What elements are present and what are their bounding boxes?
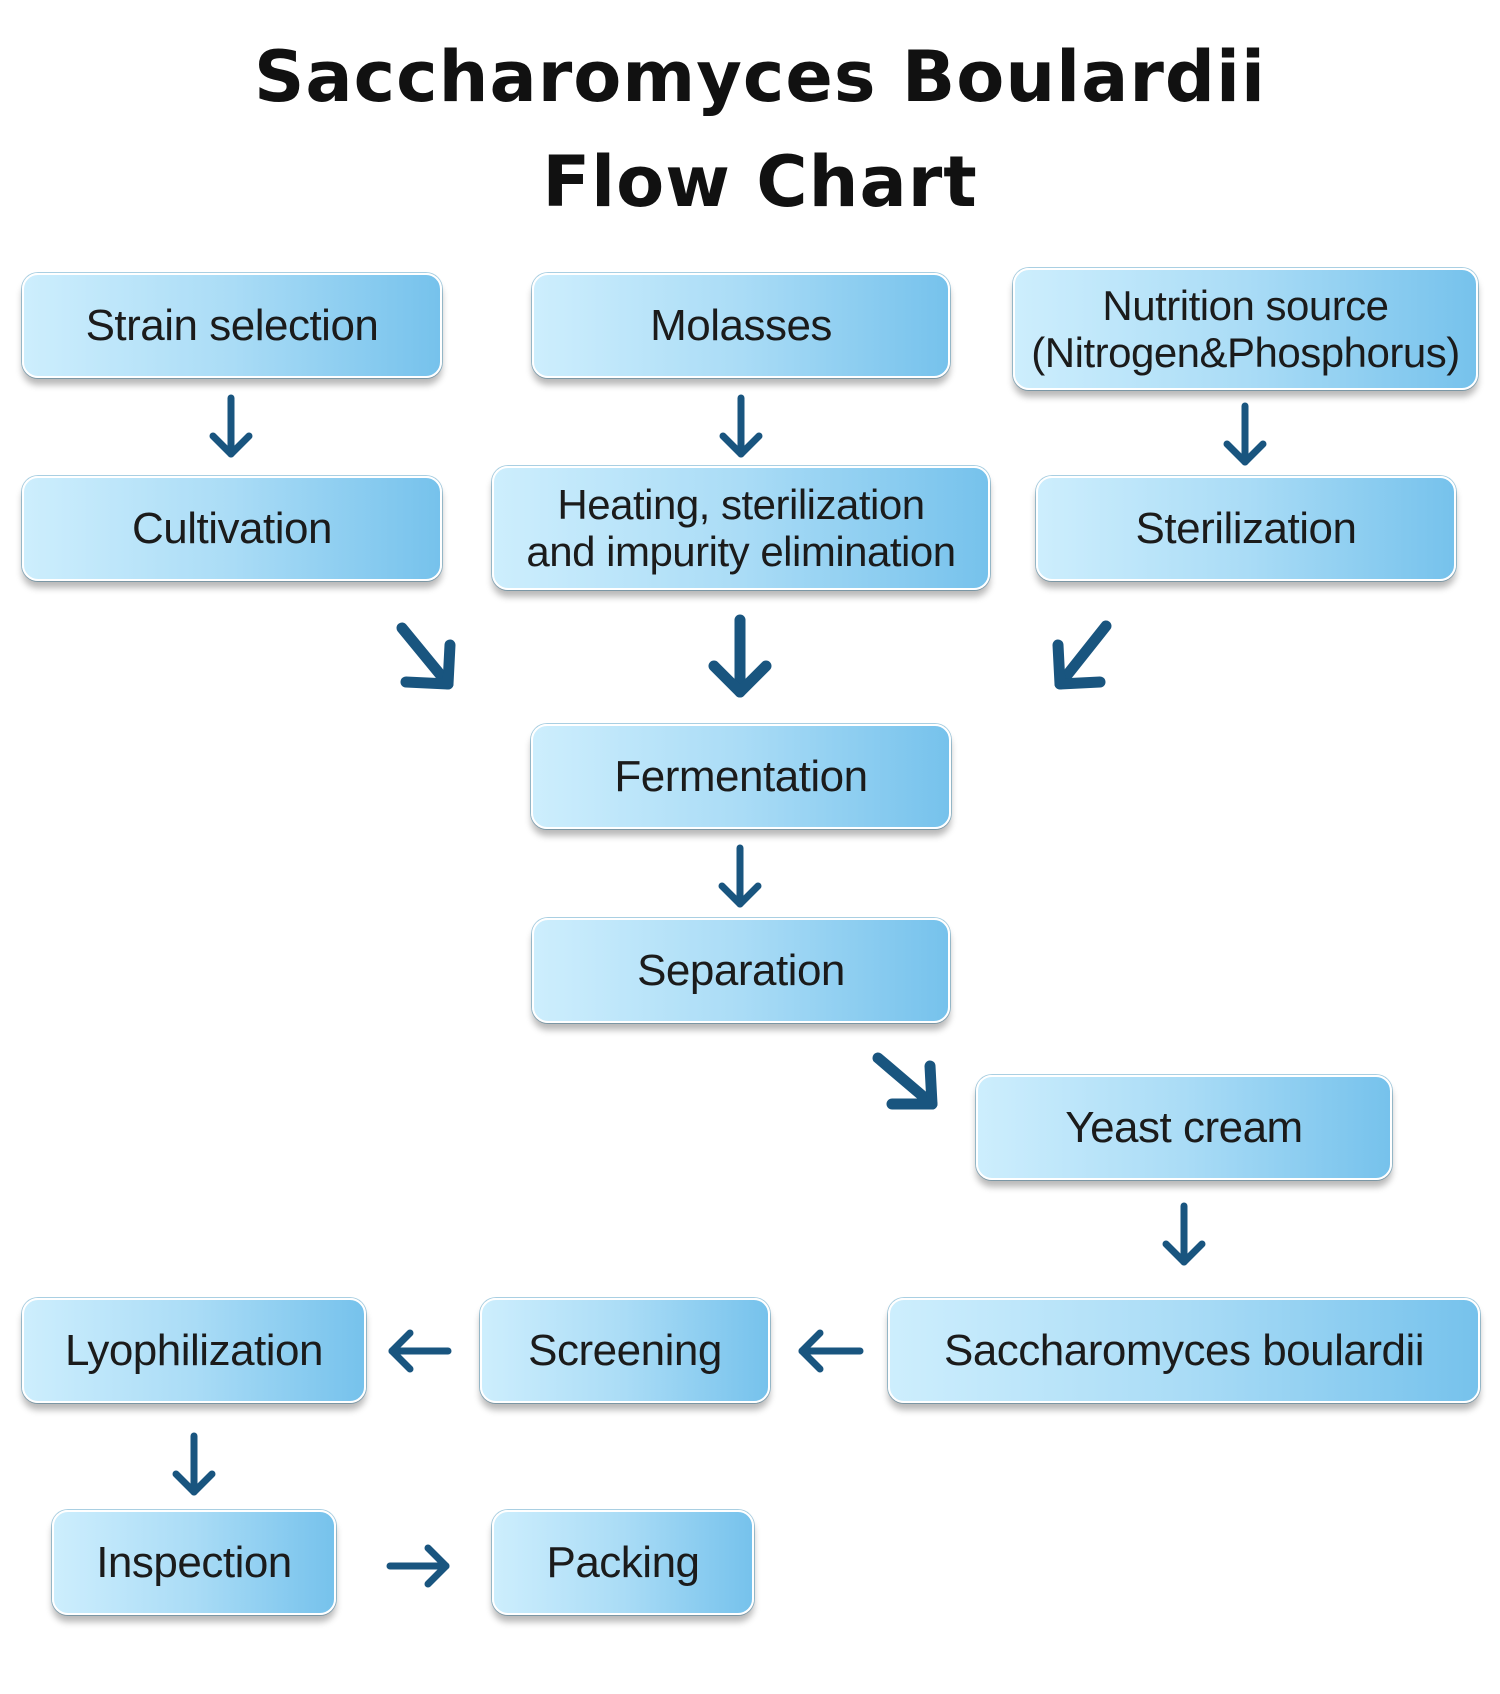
- arrow-molasses-to-heating: [719, 394, 763, 458]
- node-strain-selection: Strain selection: [22, 273, 442, 378]
- arrow-yeast-cream-to-boulardii: [1162, 1202, 1206, 1266]
- node-screening: Screening: [480, 1298, 770, 1403]
- arrow-fermentation-to-separation: [718, 844, 762, 908]
- arrow-screening-to-lyophilization: [388, 1329, 452, 1373]
- node-nutrition-source: Nutrition source (Nitrogen&Phosphorus): [1013, 268, 1478, 390]
- arrow-nutrition-to-sterilization: [1223, 402, 1267, 466]
- node-cultivation: Cultivation: [22, 476, 442, 581]
- node-cultivation-label: Cultivation: [132, 503, 332, 553]
- node-heating-sterilization: Heating, sterilization and impurity elim…: [492, 466, 990, 590]
- node-separation: Separation: [532, 918, 950, 1023]
- node-separation-label: Separation: [637, 945, 845, 995]
- node-nutrition-source-label-1: Nutrition source: [1102, 281, 1389, 329]
- node-lyophilization: Lyophilization: [22, 1298, 366, 1403]
- node-nutrition-source-label-2: (Nitrogen&Phosphorus): [1031, 329, 1460, 376]
- node-strain-selection-label: Strain selection: [85, 300, 379, 350]
- node-heating-label-2: and impurity elimination: [526, 528, 956, 575]
- node-packing: Packing: [492, 1510, 754, 1615]
- chart-title-line-1: Saccharomyces Boulardii: [253, 36, 1267, 118]
- node-molasses: Molasses: [532, 273, 950, 378]
- node-saccharomyces-boulardii: Saccharomyces boulardii: [888, 1298, 1480, 1403]
- node-fermentation-label: Fermentation: [614, 751, 868, 801]
- node-saccharomyces-boulardii-label: Saccharomyces boulardii: [943, 1325, 1425, 1375]
- node-molasses-label: Molasses: [650, 300, 832, 350]
- arrow-heating-to-fermentation: [708, 614, 772, 698]
- chart-title-line-2: Flow Chart: [542, 141, 978, 223]
- arrow-strain-to-cultivation: [209, 394, 253, 458]
- arrow-separation-to-yeast-cream: [872, 1052, 938, 1110]
- arrow-sterilization-to-fermentation: [1052, 620, 1112, 690]
- node-inspection-label: Inspection: [96, 1537, 292, 1587]
- node-packing-label: Packing: [546, 1537, 700, 1587]
- node-sterilization: Sterilization: [1036, 476, 1456, 581]
- arrow-boulardii-to-screening: [798, 1329, 864, 1373]
- node-sterilization-label: Sterilization: [1135, 503, 1357, 553]
- node-yeast-cream-label: Yeast cream: [1065, 1102, 1303, 1152]
- node-fermentation: Fermentation: [531, 724, 951, 829]
- node-heating-label-1: Heating, sterilization: [557, 480, 925, 528]
- arrow-cultivation-to-fermentation: [396, 622, 456, 690]
- node-inspection: Inspection: [52, 1510, 336, 1615]
- arrow-lyophilization-to-inspection: [172, 1432, 216, 1496]
- node-yeast-cream: Yeast cream: [976, 1075, 1392, 1180]
- arrow-inspection-to-packing: [386, 1544, 450, 1588]
- node-screening-label: Screening: [528, 1325, 722, 1375]
- node-lyophilization-label: Lyophilization: [65, 1325, 324, 1375]
